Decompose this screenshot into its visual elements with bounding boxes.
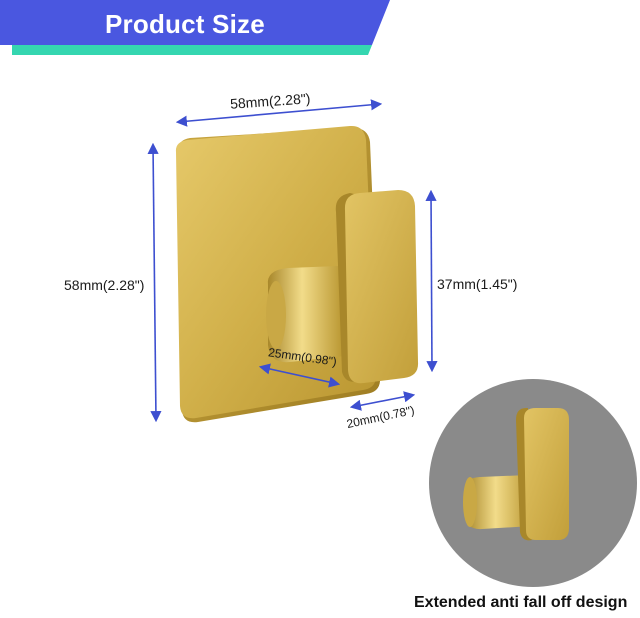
- title-banner: [0, 0, 390, 55]
- inset-caption: Extended anti fall off design: [414, 594, 628, 611]
- banner-title: Product Size: [105, 9, 265, 39]
- arrow-hook-depth: [258, 363, 341, 388]
- arrow-top-width: [175, 99, 383, 127]
- detail-inset: [429, 379, 637, 587]
- arrow-left-height: [147, 142, 162, 423]
- dimension-hook-height: 37mm(1.45"): [437, 276, 518, 292]
- dimension-plate-height: 58mm(2.28"): [64, 277, 145, 293]
- hook-cap-face: [344, 190, 419, 384]
- hook-stem: [267, 266, 344, 363]
- inset-hook-cap-face: [524, 408, 569, 540]
- arrow-hook-height: [425, 189, 438, 373]
- inset-hook-stem: [465, 475, 532, 530]
- arrow-hook-width: [349, 391, 416, 411]
